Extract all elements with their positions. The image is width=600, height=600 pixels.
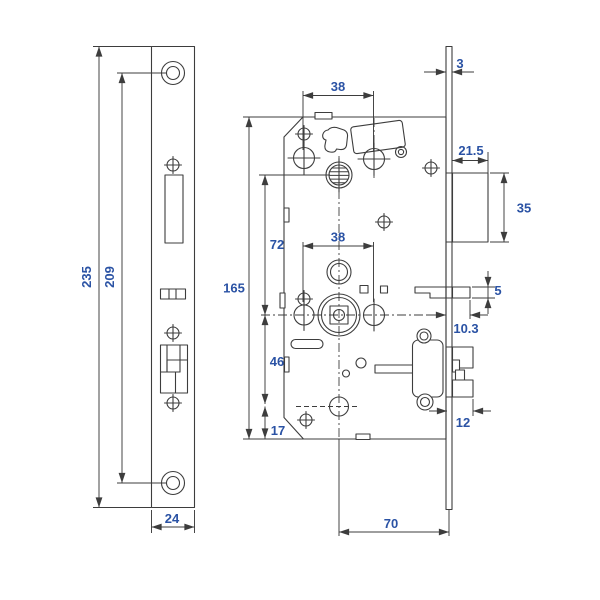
faceplate-side-view xyxy=(445,45,489,511)
screw-icon xyxy=(163,323,183,343)
faceplate-front-view xyxy=(150,45,196,509)
deadbolt-tail xyxy=(414,286,447,299)
spring-bar xyxy=(374,364,414,374)
screw-icon xyxy=(294,124,314,144)
faceplate-front-dimensions: 235 209 24 xyxy=(79,46,195,533)
deadbolt-side xyxy=(451,286,471,299)
side-view-dimensions: 3 21.5 35 5 10.3 12 xyxy=(424,56,531,430)
small-hole xyxy=(341,369,351,378)
top-left-hole xyxy=(287,141,321,176)
latch-bolt-front xyxy=(159,344,189,394)
slot xyxy=(290,338,324,350)
pivot-hole xyxy=(394,145,408,159)
dim-faceplate-height: 235 xyxy=(79,266,94,288)
dim-screw-spacing: 209 xyxy=(102,266,117,288)
spindle-hub xyxy=(317,293,361,337)
screw-icon xyxy=(374,212,394,232)
small-square-hole xyxy=(359,284,369,294)
side-tab xyxy=(283,356,290,373)
dim-faceplate-width: 24 xyxy=(165,511,180,526)
cylinder-hole xyxy=(326,259,352,285)
dim-hub-hole-spacing: 38 xyxy=(331,230,345,245)
hub-right-hole xyxy=(362,298,386,332)
lower-hole xyxy=(328,396,350,417)
side-tab xyxy=(283,207,290,223)
screw-icon xyxy=(421,158,441,178)
dim-cylinder-to-hub: 72 xyxy=(270,237,284,252)
latch-window xyxy=(164,174,184,244)
side-tab xyxy=(279,292,286,309)
dim-latch-body-depth: 12 xyxy=(456,415,470,430)
case-dimensions: 38 38 72 165 46 17 70 xyxy=(223,79,450,536)
top-edge-tab xyxy=(314,111,333,120)
dim-latch-face-height: 35 xyxy=(517,201,531,216)
latch-module xyxy=(411,328,444,411)
hub-left-hole xyxy=(293,298,315,332)
latch-face-side xyxy=(451,172,489,243)
dim-faceplate-thickness: 3 xyxy=(456,56,463,71)
dim-deadbolt-projection: 10.3 xyxy=(453,321,478,336)
bottom-edge-tab xyxy=(355,433,371,441)
screw-icon xyxy=(163,393,183,413)
screw-icon xyxy=(296,410,316,430)
top-right-hole xyxy=(357,142,391,177)
dim-top-hole-spacing: 38 xyxy=(331,79,345,94)
cam-blob xyxy=(322,126,349,153)
aux-window xyxy=(159,288,187,300)
dim-latch-projection: 21.5 xyxy=(458,143,483,158)
small-hole xyxy=(355,357,367,369)
dim-backset: 70 xyxy=(384,516,398,531)
latch-bolt-side xyxy=(451,346,474,398)
dim-deadbolt-thickness: 5 xyxy=(494,283,501,298)
screw-icon xyxy=(163,155,183,175)
dim-hub-to-lower-hole: 46 xyxy=(270,354,284,369)
faceplate-outline xyxy=(150,45,196,509)
lock-case-front-view xyxy=(261,111,448,441)
faceplate-side-outline xyxy=(445,45,453,511)
small-square-hole xyxy=(379,285,389,294)
dim-case-height: 165 xyxy=(223,281,245,296)
dim-lower-hole-to-edge: 17 xyxy=(271,423,285,438)
